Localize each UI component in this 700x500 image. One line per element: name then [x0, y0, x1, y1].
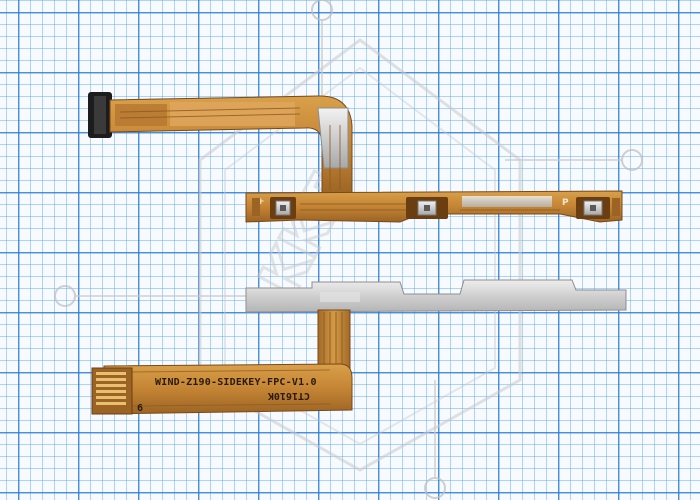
fpc-model-label: WIND-Z190-SIDEKEY-FPC-V1.0	[155, 377, 317, 388]
volume-up-key: +	[257, 197, 296, 219]
fpc-code-label: CT1610K	[268, 390, 310, 401]
lower-flex-cable: 6 WIND-Z190-SIDEKEY-FPC-V1.0 CT1610K	[91, 279, 627, 415]
volume-down-key	[406, 197, 448, 219]
key-label-p: P	[562, 198, 569, 208]
fpc-small-mark: 6	[137, 403, 143, 414]
power-key: P	[562, 197, 610, 219]
watermark: KKT ®	[54, 0, 643, 499]
upper-flex-cable: + P	[88, 92, 623, 223]
stiffener-bar	[245, 279, 627, 313]
key-label-plus: +	[257, 197, 265, 207]
